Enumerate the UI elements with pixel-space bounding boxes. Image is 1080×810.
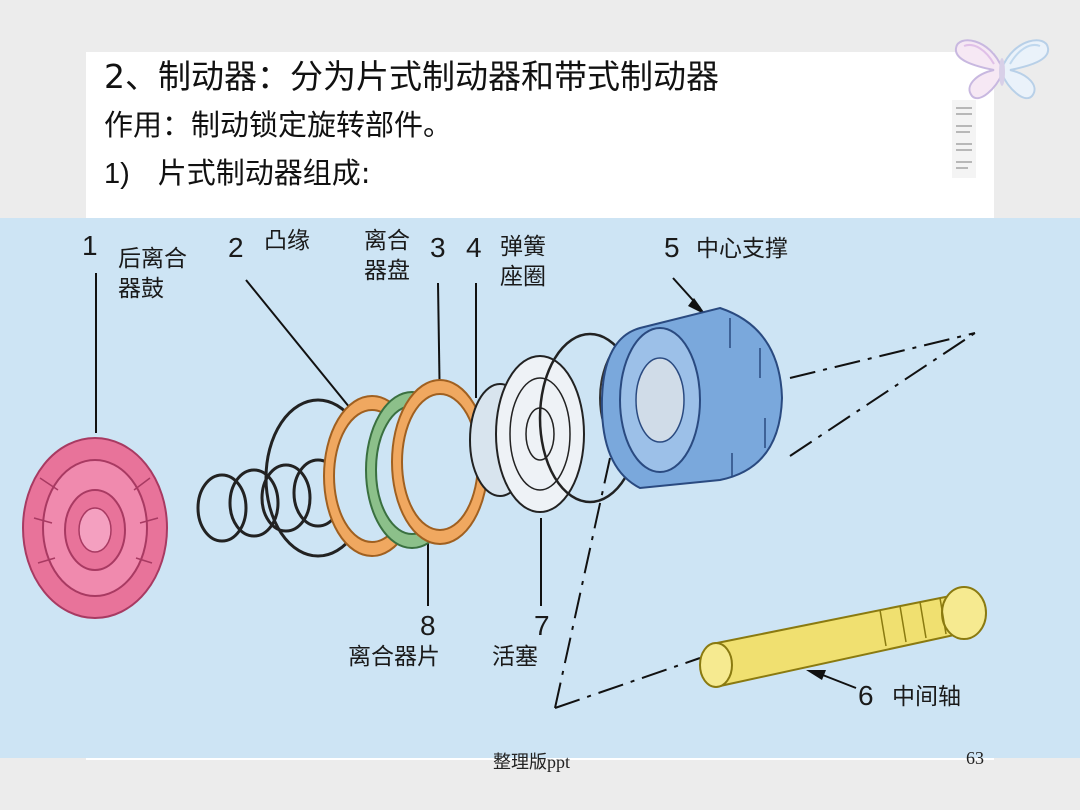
slide-subtitle: 作用：制动锁定旋转部件。 bbox=[104, 108, 453, 142]
section-heading: 1) 片式制动器组成: bbox=[104, 150, 371, 192]
decorative-vertical-text-icon bbox=[952, 100, 976, 178]
part-number-3: 3 bbox=[430, 232, 446, 263]
piston-part bbox=[469, 332, 642, 513]
brake-exploded-diagram: 1 后离合 器鼓 2 凸缘 离合 器盘 3 4 弹簧 座圈 5 中心支撑 8 离… bbox=[0, 218, 1080, 758]
label-flange: 凸缘 bbox=[264, 228, 310, 254]
diagram-drawing bbox=[22, 273, 987, 709]
part-number-6: 6 bbox=[858, 680, 874, 711]
label-intermediate-shaft: 中间轴 bbox=[892, 684, 961, 710]
page-number: 63 bbox=[966, 748, 984, 768]
part-number-7: 7 bbox=[534, 610, 550, 641]
label-center-support: 中心支撑 bbox=[696, 236, 788, 262]
part-number-8: 8 bbox=[420, 610, 436, 641]
center-support-part bbox=[599, 306, 784, 490]
slide-title: 2、制动器：分为片式制动器和带式制动器 bbox=[104, 57, 719, 96]
rear-clutch-drum-part bbox=[22, 437, 168, 619]
part-number-2: 2 bbox=[228, 232, 244, 263]
section-title: 片式制动器组成: bbox=[157, 156, 371, 190]
section-number: 1) bbox=[104, 158, 130, 190]
part-number-1: 1 bbox=[82, 230, 98, 261]
butterfly-icon bbox=[954, 39, 1050, 99]
intermediate-shaft-part bbox=[699, 586, 987, 688]
label-clutch-plate: 离合器片 bbox=[348, 644, 440, 670]
label-spring-seat: 弹簧 座圈 bbox=[500, 234, 546, 290]
part-number-4: 4 bbox=[466, 232, 482, 263]
label-piston: 活塞 bbox=[492, 644, 538, 670]
label-rear-clutch-drum: 后离合 器鼓 bbox=[118, 246, 187, 302]
part-number-5: 5 bbox=[664, 232, 680, 263]
label-clutch-disc: 离合 器盘 bbox=[364, 228, 410, 284]
clutch-disc-part bbox=[391, 379, 489, 545]
footer-text: 整理版ppt bbox=[493, 752, 571, 772]
